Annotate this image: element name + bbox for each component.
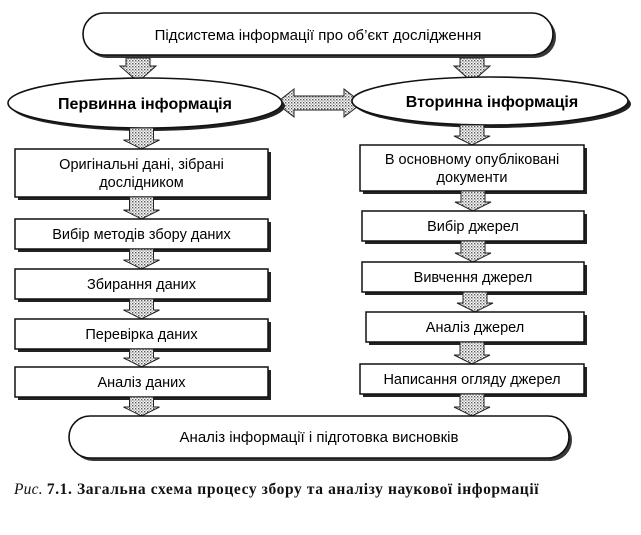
primary-step-3-label: Збирання даних <box>87 277 197 293</box>
primary-info-label: Первинна інформація <box>58 96 232 113</box>
caption-text: 7.1. Загальна схема процесу збору та ана… <box>46 481 540 498</box>
secondary-arrow-final <box>453 393 491 417</box>
caption-prefix: Рис. <box>14 481 43 498</box>
secondary-step-5-box <box>359 363 585 395</box>
secondary-step-3-label: Вивчення джерел <box>414 270 533 286</box>
primary-step-5-box <box>14 366 269 398</box>
primary-arrow-2 <box>123 196 160 220</box>
secondary-info-label: Вторинна інформація <box>406 94 578 111</box>
top-node-label: Підсистема інформації про об’єкт дослідж… <box>155 27 482 44</box>
primary-step-4-box <box>14 318 269 350</box>
bottom-node <box>68 415 570 459</box>
figure-caption: Рис. 7.1. Загальна схема процесу збору т… <box>14 480 628 500</box>
bottom-node-label: Аналіз інформації і підготовка висновків <box>180 429 459 446</box>
primary-step-4-label: Перевірка даних <box>85 327 198 343</box>
primary-arrow-5 <box>123 348 160 368</box>
arrow-top-to-right <box>452 57 492 83</box>
secondary-step-1-box <box>359 144 585 192</box>
primary-arrow-4 <box>123 298 160 320</box>
primary-step-2-label: Вибір методів збору даних <box>52 227 231 243</box>
secondary-arrow-4 <box>456 291 494 313</box>
secondary-arrow-2 <box>454 190 492 212</box>
top-node <box>82 12 554 56</box>
primary-step-5-label: Аналіз даних <box>98 375 187 391</box>
secondary-step-4-label: Аналіз джерел <box>426 320 524 336</box>
primary-arrow-final <box>123 396 160 417</box>
secondary-step-2-label: Вибір джерел <box>427 219 519 235</box>
primary-step-1-box <box>14 148 269 198</box>
secondary-step-4-box <box>365 311 585 343</box>
diagram: Підсистема інформації про об’єкт дослідж… <box>7 12 631 461</box>
secondary-step-3-box <box>361 261 585 293</box>
primary-arrow-3 <box>123 248 160 270</box>
secondary-arrow-5 <box>453 341 491 365</box>
secondary-arrow-3 <box>454 240 492 263</box>
primary-arrow-1 <box>123 127 160 150</box>
secondary-step-2-box <box>361 210 585 242</box>
secondary-info-heading <box>351 76 629 126</box>
secondary-step-5-label: Написання огляду джерел <box>383 372 560 388</box>
arrow-top-to-left <box>118 57 158 83</box>
double-arrow <box>275 87 363 119</box>
primary-step-2-box <box>14 218 269 250</box>
secondary-arrow-1 <box>453 124 491 146</box>
